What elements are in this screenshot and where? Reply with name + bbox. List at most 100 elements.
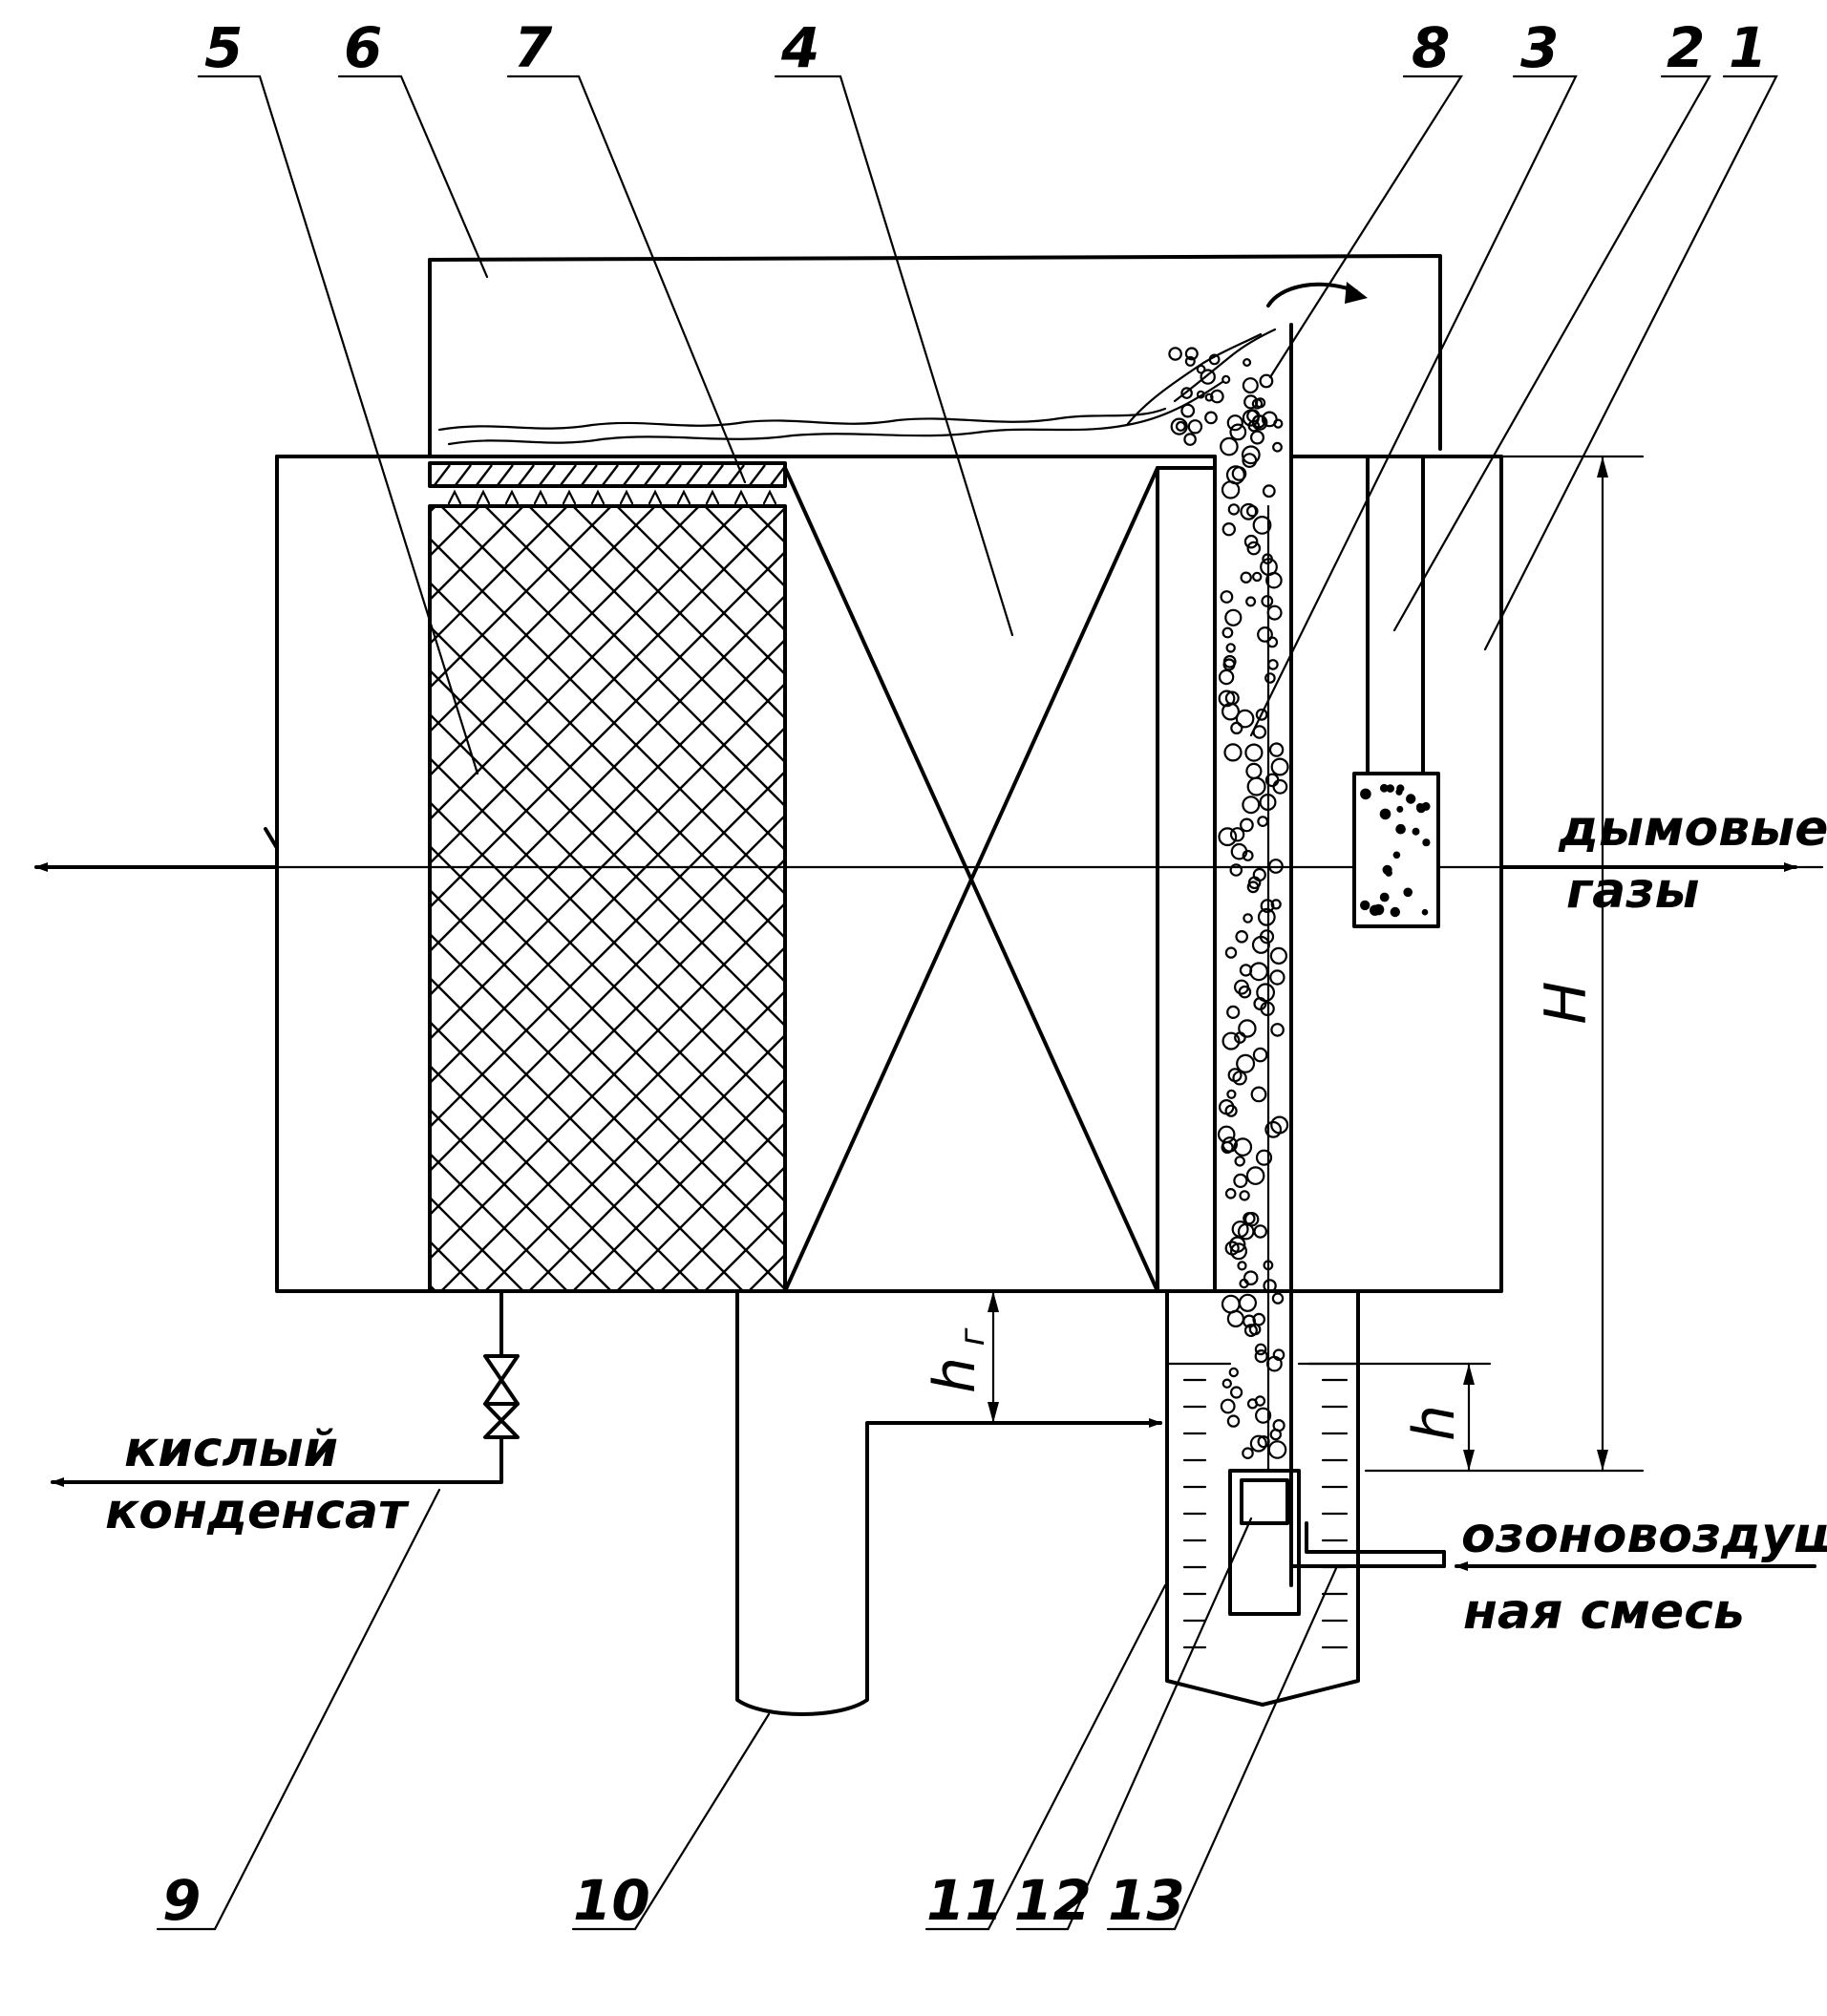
hatch-line	[0, 506, 743, 1291]
bubble	[1243, 1449, 1252, 1458]
bubble	[1269, 1441, 1285, 1457]
bubble	[1256, 1350, 1267, 1362]
gas-dot	[1373, 904, 1385, 916]
main-housing	[277, 456, 1501, 1291]
plate-hatch-line	[603, 465, 618, 485]
distributor-plate	[430, 463, 786, 503]
bubble	[1245, 745, 1262, 761]
gas-flow-line	[36, 829, 1822, 867]
bubble	[1222, 591, 1233, 603]
callout-11: 11	[926, 1868, 1004, 1933]
hatch-line	[0, 506, 655, 1291]
hatch-line	[0, 506, 304, 1291]
bubble	[1230, 1369, 1238, 1376]
flue-gas-caption-line2: газы	[1566, 862, 1700, 920]
bubble	[1231, 425, 1246, 440]
hatch-line	[0, 506, 699, 1291]
drop-mark	[592, 492, 604, 503]
callout-12: 12	[1014, 1868, 1092, 1933]
bubble	[1227, 644, 1235, 651]
hatch-line	[0, 506, 348, 1291]
bubble	[1263, 596, 1273, 606]
callout-8: 8	[1412, 15, 1450, 80]
bubble	[1273, 443, 1282, 452]
hatch-line	[222, 506, 1007, 1291]
bubble	[1243, 359, 1250, 366]
callout-9: 9	[162, 1868, 201, 1933]
hatch-line	[309, 506, 1094, 1291]
bubble	[1270, 744, 1283, 756]
plate-hatch-line	[750, 465, 765, 485]
bubble	[1222, 376, 1229, 383]
hatch-line	[178, 506, 963, 1291]
hatch-line	[0, 506, 655, 1291]
hatch-line	[705, 506, 1490, 1291]
hatch-line	[0, 506, 172, 1291]
dimension-h-label: h	[1401, 1405, 1468, 1441]
hatch-line	[0, 506, 436, 1291]
hatch-line	[0, 506, 128, 1291]
bubble	[1243, 796, 1259, 813]
hatch-line	[0, 506, 436, 1291]
callout-1: 1	[1729, 15, 1767, 80]
hatch-line	[0, 506, 260, 1291]
flue-gas-caption-line1: дымовые	[1558, 800, 1827, 858]
bubble	[1273, 1294, 1283, 1304]
overflow-arrowhead	[1345, 282, 1368, 304]
bubble	[1220, 670, 1233, 684]
hatch-line	[0, 506, 523, 1291]
bubble	[1250, 964, 1267, 981]
bubble	[1247, 1167, 1264, 1183]
gas-dot	[1422, 802, 1431, 811]
bubble	[1223, 1380, 1231, 1388]
hatch-line	[0, 506, 523, 1291]
bubble	[1229, 504, 1239, 514]
bubble	[1248, 778, 1265, 796]
bubble	[1226, 1189, 1235, 1198]
valve-icon[interactable]	[485, 1356, 518, 1437]
plate-hatch-line	[708, 465, 723, 485]
plate-hatch-line	[687, 465, 702, 485]
bubble	[1246, 764, 1261, 778]
bubble	[1271, 1430, 1281, 1439]
dimension-hg-sub: г	[953, 1326, 992, 1346]
hatch-line	[266, 506, 1051, 1291]
bubble	[1258, 817, 1267, 826]
bubble	[1254, 1049, 1266, 1061]
drop-mark	[506, 492, 518, 503]
bubble	[1219, 1127, 1234, 1142]
bubble	[1252, 1088, 1266, 1102]
bubble	[1223, 628, 1233, 638]
drop-mark	[449, 492, 460, 503]
hatch-line	[0, 506, 392, 1291]
hatch-line	[0, 506, 260, 1291]
hatch-line	[0, 506, 216, 1291]
hatch-line	[749, 506, 1534, 1291]
gas-dot	[1396, 806, 1403, 813]
hatch-line	[0, 506, 128, 1291]
bubble	[1271, 1024, 1283, 1035]
bubble	[1251, 432, 1264, 444]
hatch-line	[0, 506, 40, 1291]
drain-pipe	[737, 1291, 1160, 1714]
drop-mark	[535, 492, 546, 503]
bubble	[1239, 1020, 1255, 1036]
hatch-line	[0, 506, 479, 1291]
gas-dot	[1360, 901, 1370, 910]
bubble	[1274, 780, 1287, 794]
hatch-line	[0, 506, 84, 1291]
hatch-line	[0, 506, 699, 1291]
bubble	[1169, 348, 1180, 359]
gas-dot	[1383, 865, 1392, 875]
plate-hatch-line	[435, 465, 450, 485]
hatch-line	[0, 506, 743, 1291]
bubble	[1244, 1272, 1257, 1284]
hatch-line	[0, 506, 611, 1291]
bubble	[1243, 378, 1258, 393]
bubble	[1272, 759, 1288, 775]
bubble	[1231, 1388, 1242, 1398]
gas-dot	[1422, 838, 1430, 846]
plate-hatch-line	[540, 465, 555, 485]
bubble	[1225, 744, 1242, 760]
